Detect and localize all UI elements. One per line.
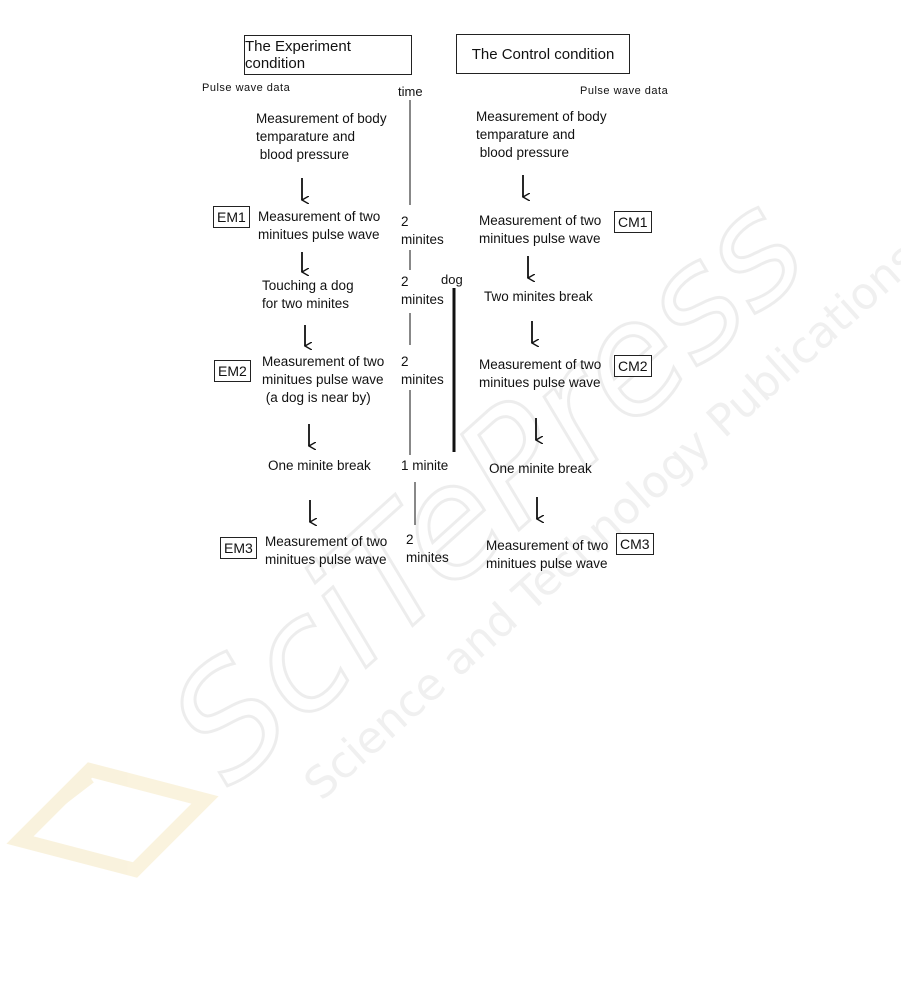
- experiment-step-break: One minite break: [268, 458, 371, 473]
- control-step-measure-1: Measurement of two minitues pulse wave: [479, 213, 602, 246]
- control-step-break-2min: Two minites break: [484, 289, 593, 304]
- time-mark-4: 1 minite: [401, 458, 449, 473]
- experiment-step-measure-1: Measurement of two minitues pulse wave: [258, 209, 381, 242]
- time-axis-label: time: [398, 84, 423, 99]
- time-mark-1: 2 minites: [401, 214, 444, 247]
- watermark-logo-shape: [6, 762, 219, 878]
- time-mark-3: 2 minites: [401, 354, 444, 387]
- tag-em3: EM3: [220, 537, 257, 559]
- tag-cm2: CM2: [614, 355, 652, 377]
- time-mark-5: 2 minites: [406, 532, 449, 565]
- watermark-logo-stroke: [38, 777, 94, 823]
- control-step-break-1min: One minite break: [489, 461, 592, 476]
- time-mark-2: 2 minites: [401, 274, 444, 307]
- experiment-condition-header: The Experiment condition: [244, 35, 412, 75]
- pulse-wave-data-label-left: Pulse wave data: [202, 82, 291, 94]
- control-condition-header: The Control condition: [456, 34, 630, 74]
- control-step-measure-3: Measurement of two minitues pulse wave: [486, 538, 609, 571]
- tag-em1: EM1: [213, 206, 250, 228]
- experiment-step-touch-dog: Touching a dog for two minites: [262, 278, 354, 311]
- pulse-wave-data-label-right: Pulse wave data: [580, 85, 669, 97]
- control-step-body-temp: Measurement of body temparature and bloo…: [476, 109, 607, 160]
- experiment-step-measure-3: Measurement of two minitues pulse wave: [265, 534, 388, 567]
- experiment-step-body-temp: Measurement of body temparature and bloo…: [256, 111, 387, 162]
- tag-em2: EM2: [214, 360, 251, 382]
- dog-label: dog: [441, 272, 463, 287]
- tag-cm1: CM1: [614, 211, 652, 233]
- experiment-step-measure-2: Measurement of two minitues pulse wave (…: [262, 354, 385, 405]
- control-step-measure-2: Measurement of two minitues pulse wave: [479, 357, 602, 390]
- tag-cm3: CM3: [616, 533, 654, 555]
